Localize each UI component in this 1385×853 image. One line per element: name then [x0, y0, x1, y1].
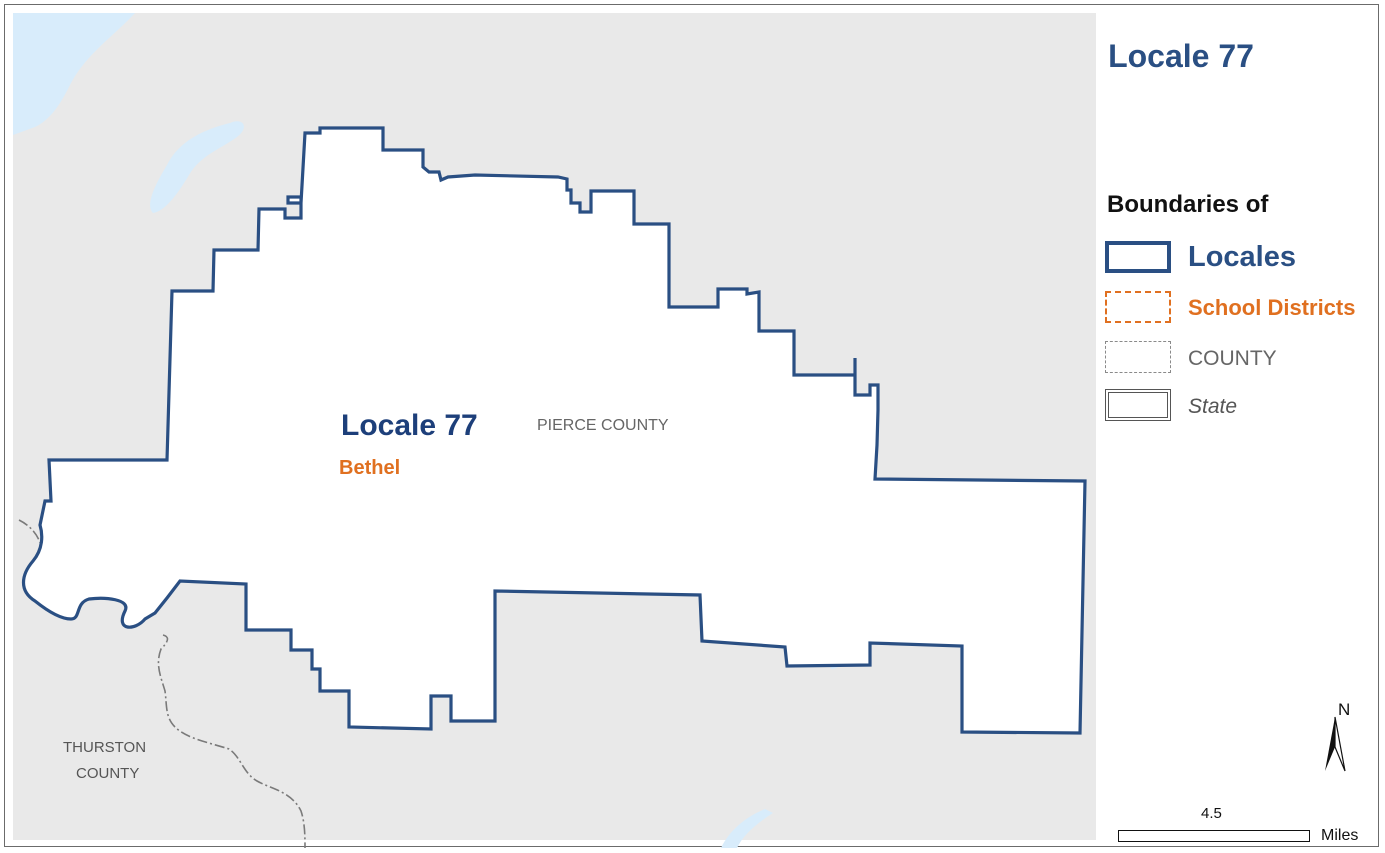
county-swatch [1105, 341, 1171, 373]
locale-label: Locale 77 [341, 409, 478, 442]
legend-label-school-districts: School Districts [1188, 295, 1356, 320]
map-frame: Locale 77 Boundaries of Locales School D… [4, 4, 1379, 848]
legend-title: Locale 77 [1108, 38, 1254, 74]
school-districts-swatch [1105, 291, 1171, 323]
water-river-nw [13, 13, 135, 135]
legend-label-state: State [1188, 395, 1238, 418]
water-lake-north [150, 121, 244, 213]
water-stream-south [721, 809, 773, 848]
scale-bar [1118, 830, 1310, 842]
neighbor-county-label-line2: COUNTY [76, 765, 140, 782]
north-arrow-icon [1325, 716, 1346, 772]
scale-bar-unit: Miles [1321, 827, 1359, 844]
map-canvas [13, 13, 1346, 848]
locale-77-boundary [21, 126, 1087, 735]
district-label: Bethel [339, 457, 401, 479]
scale-bar-value: 4.5 [1201, 805, 1222, 822]
north-arrow-label: N [1338, 700, 1351, 719]
locales-swatch [1105, 241, 1171, 273]
county-boundary-line [18, 519, 306, 848]
legend-heading: Boundaries of [1107, 191, 1269, 218]
state-swatch [1105, 389, 1171, 421]
county-label: PIERCE COUNTY [537, 417, 669, 434]
legend-label-county: COUNTY [1188, 347, 1277, 370]
legend-label-locales: Locales [1188, 241, 1296, 273]
neighbor-county-label-line1: THURSTON [63, 739, 147, 756]
